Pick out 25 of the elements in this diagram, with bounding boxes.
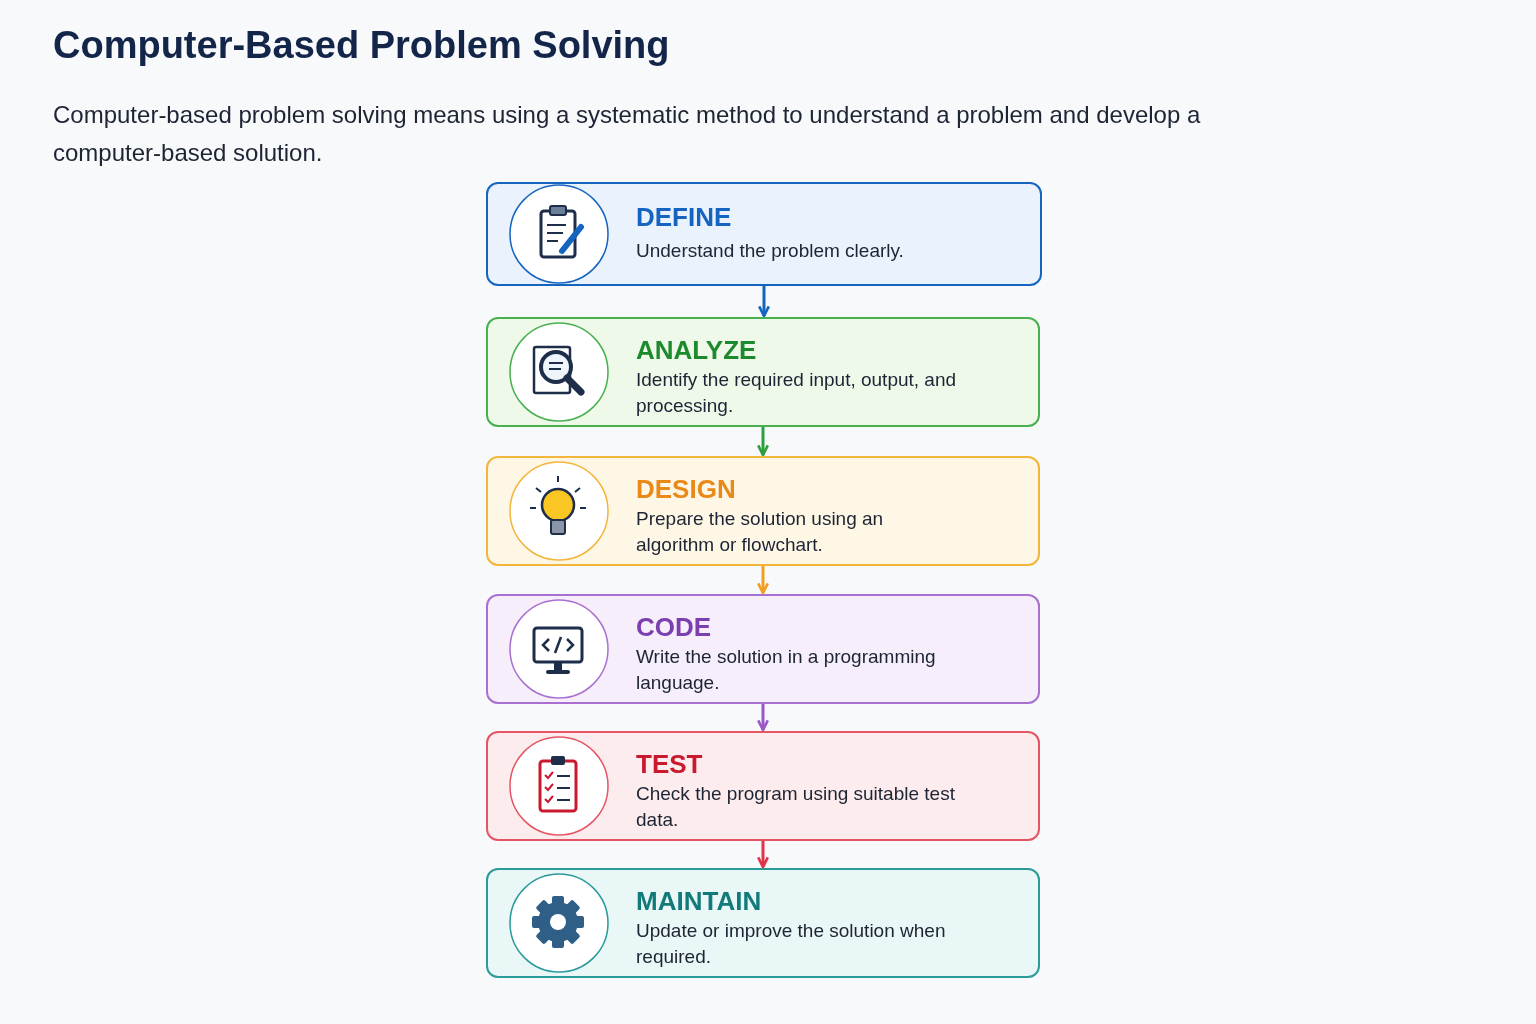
arrow xyxy=(756,566,770,595)
step-description: Check the program using suitable test data. xyxy=(636,782,956,832)
step-title: ANALYZE xyxy=(636,335,757,366)
step-card xyxy=(486,731,1040,841)
intro-text: Computer-based problem solving means using a systematic method to understand a problem and develop a computer-based solution. xyxy=(53,100,1202,168)
step-description: Understand the problem clearly. xyxy=(636,239,905,263)
step-title: DESIGN xyxy=(636,474,736,505)
step-card xyxy=(486,868,1040,978)
step-description: Write the solution in a programming language. xyxy=(636,645,937,695)
step-description: Update or improve the solution when required. xyxy=(636,919,947,969)
step-card xyxy=(486,317,1040,427)
title: Computer-Based Problem Solving xyxy=(53,24,670,67)
step-title: DEFINE xyxy=(636,202,732,233)
arrow xyxy=(756,704,770,732)
step-title: TEST xyxy=(636,749,703,780)
arrow xyxy=(756,841,770,869)
step-card xyxy=(486,594,1040,704)
step-card xyxy=(486,182,1042,286)
arrow xyxy=(757,286,771,318)
step-card xyxy=(486,456,1040,566)
arrow xyxy=(756,427,770,457)
step-title: CODE xyxy=(636,612,712,643)
step-description: Prepare the solution using an algorithm or flowchart. xyxy=(636,507,885,557)
step-title: MAINTAIN xyxy=(636,886,762,917)
step-description: Identify the required input, output, and processing. xyxy=(636,368,958,418)
